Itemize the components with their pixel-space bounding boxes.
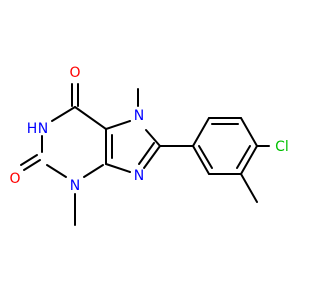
molecule-structure: O N H O N N N Cl (9, 65, 289, 226)
oxygen-left-label: O (9, 171, 20, 187)
bond-c2-o2-a (23, 159, 41, 171)
bond-b4-b5 (240, 145, 258, 175)
bonds (20, 83, 270, 226)
chlorine-label: Cl (275, 139, 289, 155)
n3-nitrogen-label: N (70, 178, 80, 194)
atom-labels: O N H O N N N Cl (9, 65, 288, 194)
n7-nitrogen-label: N (134, 108, 144, 124)
n9-nitrogen-label: N (134, 168, 144, 184)
bond-b4-b5-inner (236, 145, 251, 169)
bond-c2-o2-b (20, 154, 38, 166)
bond-b5-methyl (240, 173, 258, 203)
bond-b3-b4 (240, 117, 258, 147)
bond-c6-n1 (51, 106, 76, 122)
bond-c2-n3 (46, 164, 67, 178)
bond-n9-c4 (105, 163, 131, 173)
bond-b6-b1 (192, 145, 210, 175)
bond-b6-b1-inner (198, 145, 213, 169)
bond-b1-b2 (192, 117, 210, 147)
bond-c5-c6 (74, 106, 107, 130)
bond-c5-n7 (105, 120, 131, 130)
nh-nitrogen-label: N (38, 121, 48, 137)
oxygen-top-label: O (69, 65, 80, 81)
bond-c8-n9-b (138, 142, 155, 165)
nh-hydrogen-label: H (27, 121, 38, 137)
bond-c8-n9-a (143, 145, 161, 169)
bond-n3-c4 (83, 164, 104, 178)
bond-n7-c8 (145, 129, 161, 147)
